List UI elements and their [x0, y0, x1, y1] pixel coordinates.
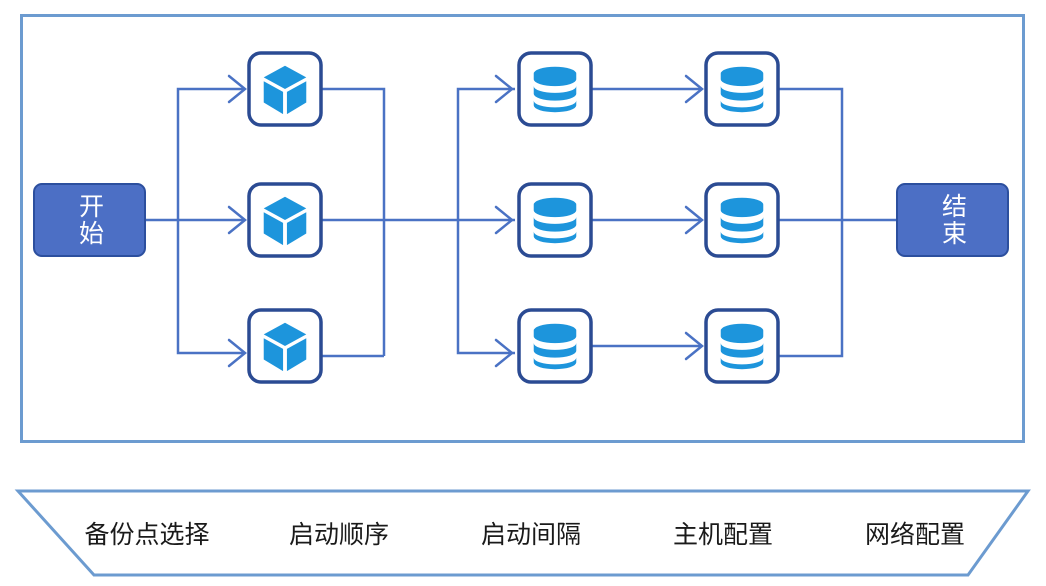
arrow-db-b1: [684, 74, 704, 104]
end-node: 结束: [896, 183, 1009, 257]
step-boot-order: 启动顺序: [288, 520, 390, 549]
arrow-db-b2: [684, 205, 704, 235]
connector-db-b-merge: [778, 87, 844, 358]
cube-2-node: [247, 182, 323, 258]
arrow-db-a3: [494, 338, 514, 368]
start-node: 开始: [33, 183, 146, 257]
connector-cube-1-merge: [321, 87, 386, 356]
connector-merge-db-a1: [456, 87, 515, 220]
step-backup-point: 备份点选择: [84, 520, 210, 549]
arrow-db-b3: [684, 331, 704, 361]
arrow-db-a2: [494, 205, 514, 235]
db-a3-node: [517, 308, 593, 384]
arrow-db-a1: [494, 74, 514, 104]
connector-start-cube-1: [176, 87, 245, 220]
steps-bar: [14, 489, 1031, 577]
step-boot-interval: 启动间隔: [480, 520, 582, 549]
end-label: 结束: [938, 193, 968, 247]
connector-start-cube-3: [176, 220, 245, 355]
db-b1-node: [704, 51, 780, 127]
db-b2-node: [704, 182, 780, 258]
db-a1-node: [517, 51, 593, 127]
step-network-config: 网络配置: [864, 520, 966, 549]
arrow-cube-3: [227, 338, 247, 368]
db-a2-node: [517, 182, 593, 258]
start-label: 开始: [75, 193, 105, 247]
db-b3-node: [704, 308, 780, 384]
cube-1-node: [247, 51, 323, 127]
cube-3-node: [247, 308, 323, 384]
connector-merge-db-a3: [456, 220, 515, 355]
arrow-cube-1: [227, 74, 247, 104]
step-host-config: 主机配置: [672, 520, 774, 549]
arrow-cube-2: [227, 205, 247, 235]
